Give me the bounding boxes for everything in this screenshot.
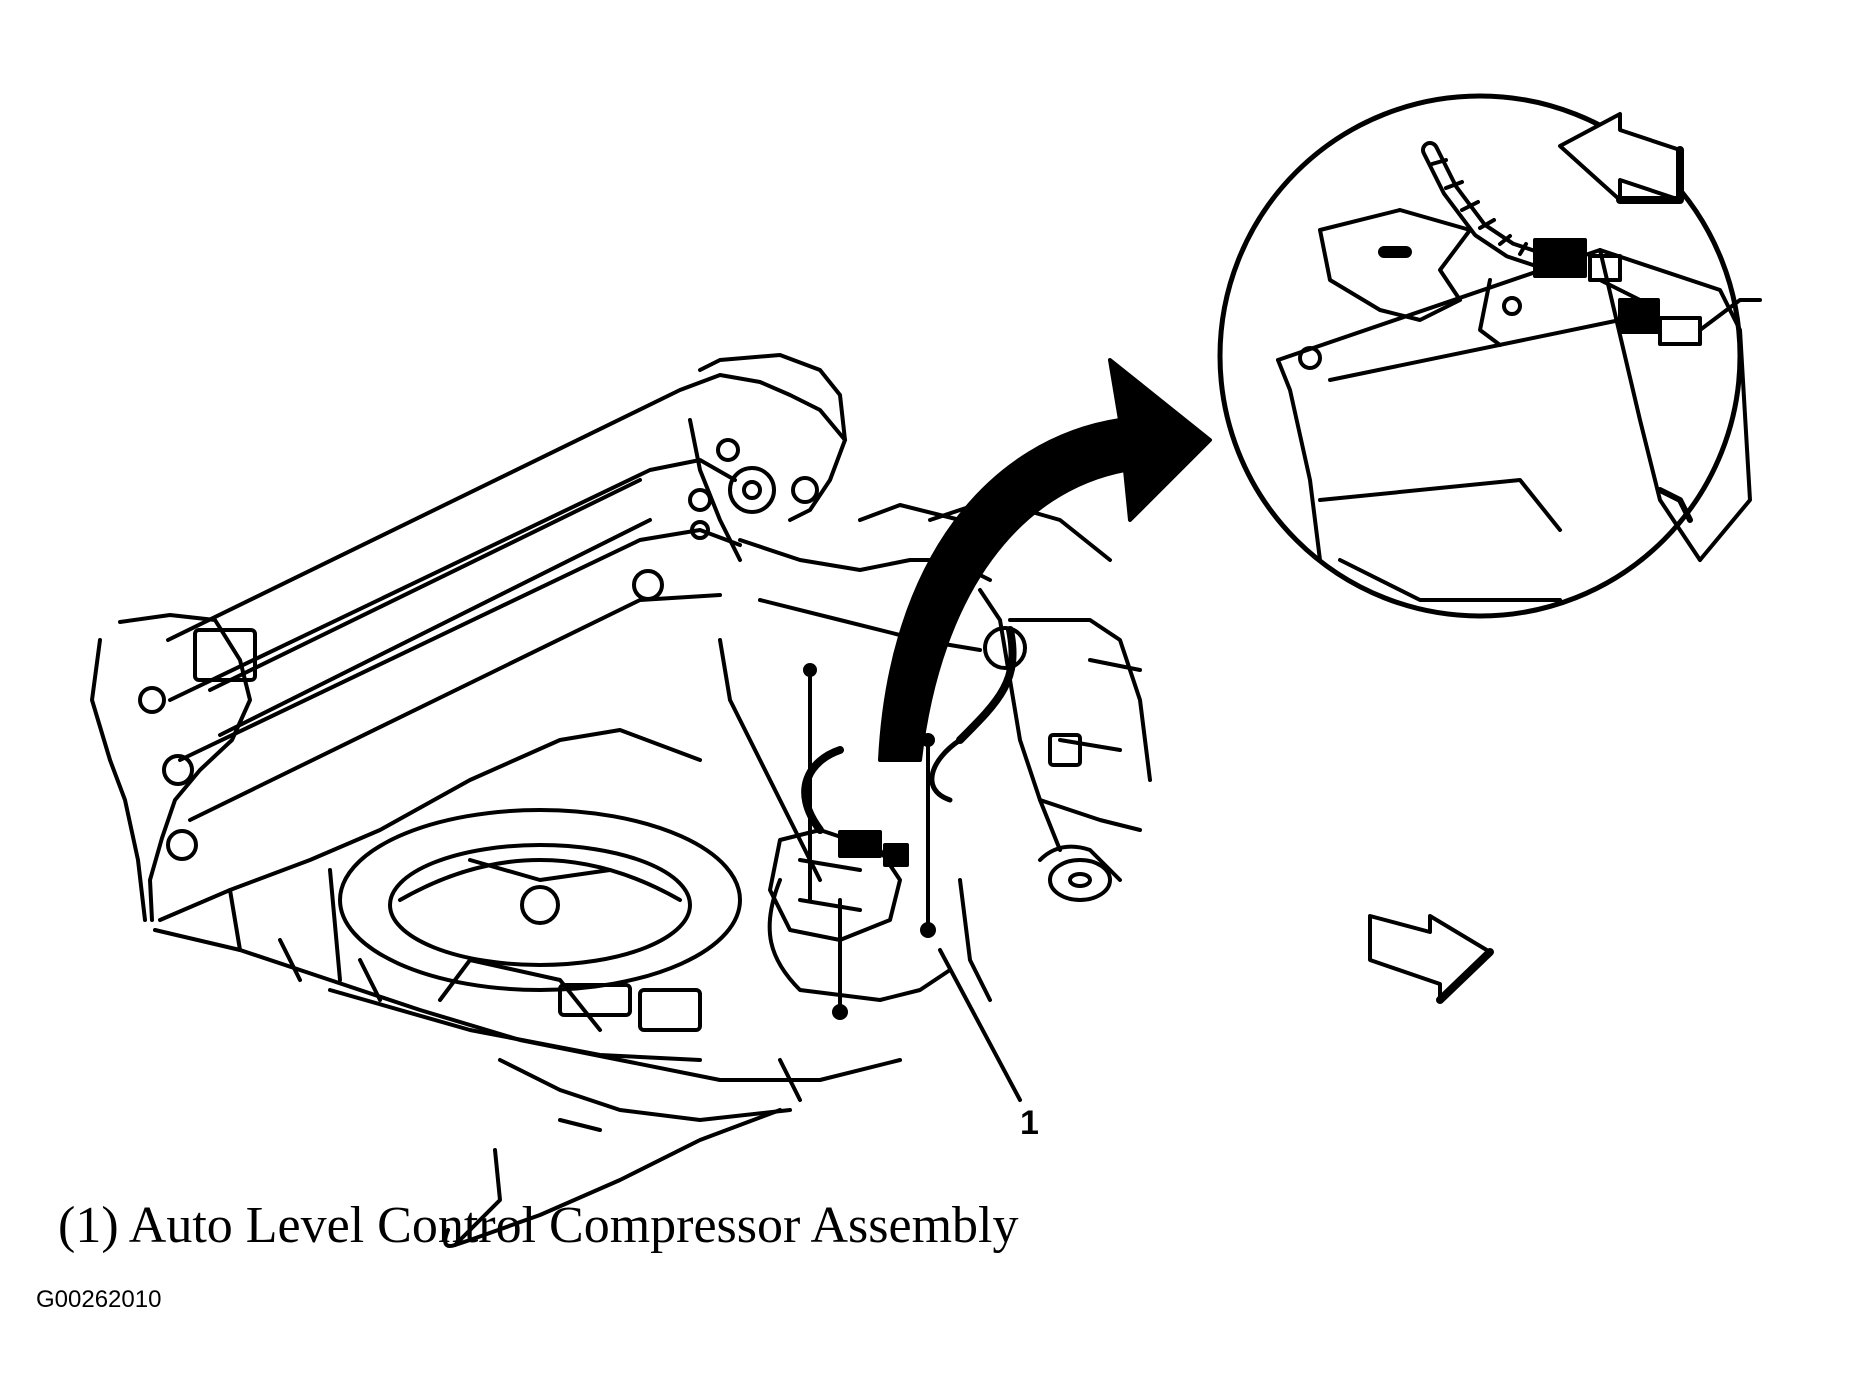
figure-caption: (1) Auto Level Control Compressor Assemb… — [58, 1197, 1019, 1254]
callout-leader-line — [938, 948, 1022, 1102]
direction-arrow-rear — [1368, 914, 1494, 1004]
figure-id: G00262010 — [36, 1286, 162, 1313]
detail-magnified-view — [1217, 93, 1762, 619]
vehicle-underbody-frame — [90, 353, 1152, 1248]
direction-arrow-front — [1558, 112, 1684, 204]
callout-number: 1 — [1020, 1104, 1039, 1142]
detail-callout-arrow — [878, 358, 1212, 762]
